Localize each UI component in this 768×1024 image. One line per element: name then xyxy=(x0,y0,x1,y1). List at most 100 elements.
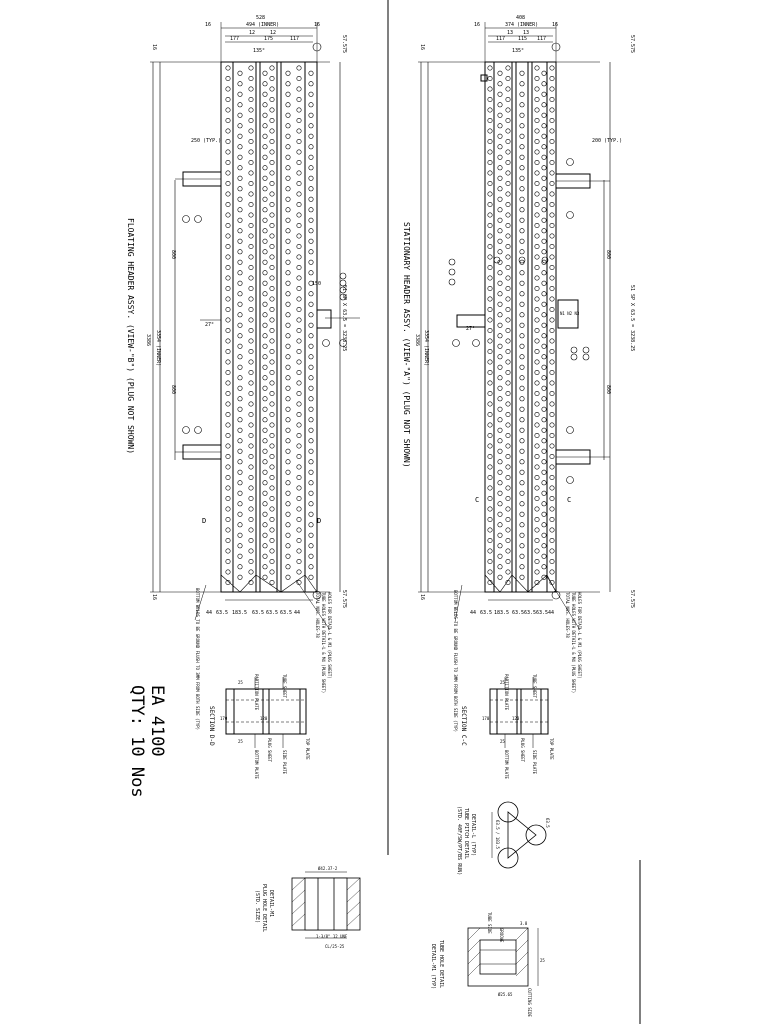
tube-hole xyxy=(549,506,555,512)
tube-hole xyxy=(269,86,275,92)
note-2-b: TUBE HOLES WITH DETAIL-L & M4 (PLUG SHEE… xyxy=(571,592,576,693)
tube-hole xyxy=(269,244,275,250)
section-d-d: 170 25 120 25 PARTITION PLATE TUBE SHEET… xyxy=(208,674,310,779)
tube-hole xyxy=(237,175,243,181)
tube-hole xyxy=(269,149,275,155)
tube-hole xyxy=(237,354,243,360)
tube-hole xyxy=(308,417,314,423)
tube-hole xyxy=(505,569,511,575)
detail-m-dim-3: 3.8 xyxy=(520,921,528,926)
detail-l-subtitle2: (STD. 40F/SW/PT/BS RUN) xyxy=(456,806,462,875)
tube-hole xyxy=(541,81,547,87)
tube-hole xyxy=(262,133,268,139)
tube-hole xyxy=(262,91,268,97)
tube-hole xyxy=(262,459,268,465)
tube-hole xyxy=(237,291,243,297)
tube-hole xyxy=(285,70,291,76)
tube-hole xyxy=(225,474,231,480)
tube-hole xyxy=(549,191,555,197)
dim-mid-angle: 135° xyxy=(253,48,265,54)
tube-hole xyxy=(541,291,547,297)
tube-hole xyxy=(237,564,243,570)
tube-hole xyxy=(487,569,493,575)
tube-hole xyxy=(519,543,525,549)
tube-hole xyxy=(296,65,302,71)
tube-hole xyxy=(505,411,511,417)
tube-hole xyxy=(534,160,540,166)
tube-hole xyxy=(541,406,547,412)
tube-hole xyxy=(487,139,493,145)
tube-hole xyxy=(237,217,243,223)
tube-hole xyxy=(285,228,291,234)
tube-hole xyxy=(285,165,291,171)
dim-left-edge-b: 16 xyxy=(474,22,480,28)
tube-hole xyxy=(549,443,555,449)
tube-hole xyxy=(262,196,268,202)
tube-hole xyxy=(541,238,547,244)
tube-hole xyxy=(285,133,291,139)
tube-hole xyxy=(487,202,493,208)
tube-hole xyxy=(285,480,291,486)
tube-hole xyxy=(296,579,302,585)
dim-col-2: 175 xyxy=(264,36,273,42)
tube-hole xyxy=(237,532,243,538)
tube-hole xyxy=(296,422,302,428)
tube-hole xyxy=(497,553,503,559)
tube-hole xyxy=(225,317,231,323)
tube-hole xyxy=(248,474,254,480)
tube-hole xyxy=(262,238,268,244)
tube-hole xyxy=(285,175,291,181)
tube-hole xyxy=(308,543,314,549)
tube-hole xyxy=(296,432,302,438)
tube-hole xyxy=(285,196,291,202)
tube-hole xyxy=(296,86,302,92)
note-2: TUBE HOLES WITH DETAIL-L & M4 (PLUG SHEE… xyxy=(321,592,326,693)
tube-hole xyxy=(487,558,493,564)
tube-hole xyxy=(248,212,254,218)
tube-hole xyxy=(296,401,302,407)
view-title-b: STATIONARY HEADER ASSY. (VIEW-"A") (PLUG… xyxy=(402,222,411,468)
tube-hole xyxy=(534,474,540,480)
tube-hole xyxy=(497,270,503,276)
tube-hole xyxy=(248,264,254,270)
tube-hole xyxy=(534,149,540,155)
tube-hole xyxy=(519,522,525,528)
tube-hole xyxy=(505,233,511,239)
tube-hole xyxy=(549,359,555,365)
tube-hole xyxy=(296,233,302,239)
tube-hole xyxy=(248,516,254,522)
tube-hole xyxy=(497,480,503,486)
tube-hole xyxy=(269,128,275,134)
tube-hole xyxy=(505,296,511,302)
tube-hole xyxy=(308,333,314,339)
tube-hole xyxy=(237,385,243,391)
tube-hole xyxy=(269,516,275,522)
tube-hole xyxy=(262,280,268,286)
tube-hole xyxy=(308,448,314,454)
tube-hole xyxy=(505,548,511,554)
tube-hole xyxy=(285,354,291,360)
tube-hole xyxy=(296,149,302,155)
tube-hole xyxy=(519,427,525,433)
tube-hole xyxy=(487,485,493,491)
tube-hole xyxy=(237,154,243,160)
tube-hole xyxy=(497,574,503,580)
tube-hole xyxy=(308,469,314,475)
tube-hole xyxy=(487,348,493,354)
pitch-5-b: 63.5 xyxy=(524,610,536,616)
tube-hole xyxy=(505,495,511,501)
tube-hole xyxy=(497,333,503,339)
detail-m-cutting-side: CUTTING SIDE xyxy=(527,988,532,1017)
tube-hole xyxy=(308,228,314,234)
tube-hole xyxy=(269,474,275,480)
tube-hole xyxy=(534,97,540,103)
tube-hole xyxy=(541,217,547,223)
tube-hole xyxy=(225,443,231,449)
tube-hole xyxy=(534,202,540,208)
tube-hole xyxy=(519,102,525,108)
tube-hole xyxy=(519,406,525,412)
tube-hole xyxy=(487,264,493,270)
pitch-7: 44 xyxy=(294,610,300,616)
tube-hole xyxy=(269,139,275,145)
tube-hole xyxy=(541,490,547,496)
